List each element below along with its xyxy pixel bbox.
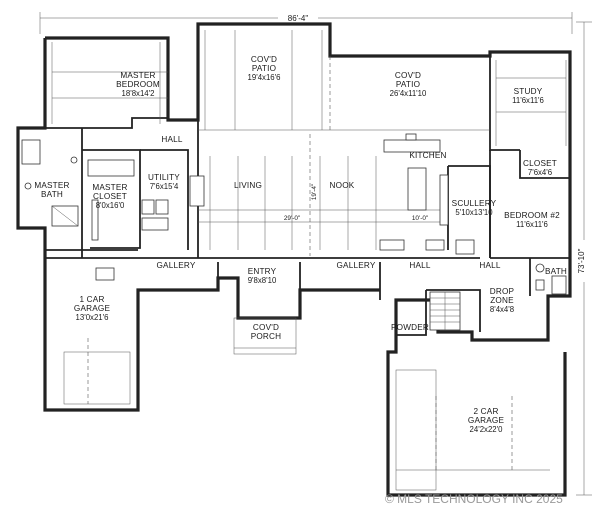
living-width-dim: 29'-0": [284, 215, 300, 222]
room-name-drop-zone-line-1: DROP: [490, 287, 515, 296]
room-size-garage-2car: 24'2x22'0: [470, 425, 504, 434]
room-name-powder: POWDER: [391, 323, 429, 332]
room-size-master-closet: 8'0x16'0: [96, 201, 125, 210]
room-name-study: STUDY: [514, 87, 543, 96]
room-name-hall-top: HALL: [161, 135, 183, 144]
room-size-covd-patio-right: 26'4x11'10: [390, 89, 427, 98]
room-name-master-bedroom-line-2: BEDROOM: [116, 80, 160, 89]
room-name-covd-patio-right-line-1: COV'D: [395, 71, 421, 80]
room-name-covd-porch-line-2: PORCH: [251, 332, 282, 341]
stairs: [429, 291, 461, 331]
room-size-study: 11'6x11'6: [512, 96, 544, 105]
room-name-master-bath-line-1: MASTER: [34, 181, 69, 190]
overall-depth-dimension: 73'-10": [576, 21, 592, 496]
room-name-master-closet-line-2: CLOSET: [93, 192, 127, 201]
patio-details: [51, 30, 567, 146]
living-depth-dim: 19'-4": [311, 184, 318, 200]
room-size-covd-patio-left: 19'4x16'6: [248, 73, 281, 82]
room-name-garage-1car-line-2: GARAGE: [74, 304, 111, 313]
room-name-entry: ENTRY: [248, 267, 277, 276]
room-size-closet: 7'6x4'6: [528, 168, 552, 177]
room-name-closet: CLOSET: [523, 159, 557, 168]
room-name-master-bedroom-line-1: MASTER: [120, 71, 155, 80]
room-name-covd-patio-right-line-2: PATIO: [396, 80, 420, 89]
room-name-bedroom2: BEDROOM #2: [504, 211, 560, 220]
room-size-entry: 9'8x8'10: [248, 276, 277, 285]
room-size-scullery: 5'10x13'10: [455, 208, 493, 217]
room-name-nook: NOOK: [330, 181, 355, 190]
overall-depth-label: 73'-10": [577, 248, 586, 273]
room-labels: MASTERBEDROOM18'8x14'2COV'DPATIO19'4x16'…: [34, 55, 567, 434]
room-size-drop-zone: 8'4x4'8: [490, 305, 514, 314]
garage-details: [63, 267, 550, 491]
kitchen-fixtures: [379, 133, 475, 255]
room-name-hall-center: HALL: [409, 261, 431, 270]
room-name-bath: BATH: [545, 267, 567, 276]
nook-width-dim: 10'-0": [412, 215, 428, 222]
room-name-garage-1car-line-1: 1 CAR: [79, 295, 104, 304]
overall-width-label: 86'-4": [288, 14, 309, 23]
room-size-utility: 7'6x15'4: [150, 182, 179, 191]
porch-details: [233, 317, 297, 355]
living-ceiling-lines: [189, 134, 440, 256]
room-name-kitchen: KITCHEN: [409, 151, 446, 160]
overall-width-dimension: 86'-4": [39, 10, 573, 34]
room-size-garage-1car: 13'0x21'6: [76, 313, 109, 322]
room-name-covd-patio-left-line-1: COV'D: [251, 55, 277, 64]
room-name-utility: UTILITY: [148, 173, 180, 182]
watermark: © MLS TECHNOLOGY INC 2025: [385, 492, 563, 506]
utility-fixtures: [141, 199, 169, 231]
room-name-master-closet-line-1: MASTER: [92, 183, 127, 192]
room-name-scullery: SCULLERY: [452, 199, 497, 208]
room-size-bedroom2: 11'6x11'6: [516, 220, 548, 229]
room-name-covd-patio-left-line-2: PATIO: [252, 64, 276, 73]
room-name-master-bath-line-2: BATH: [41, 190, 63, 199]
room-name-garage-2car-line-2: GARAGE: [468, 416, 505, 425]
room-size-master-bedroom: 18'8x14'2: [122, 89, 155, 98]
room-name-living: LIVING: [234, 181, 262, 190]
room-name-hall-right: HALL: [479, 261, 501, 270]
room-name-drop-zone-line-2: ZONE: [490, 296, 514, 305]
room-name-garage-2car-line-1: 2 CAR: [473, 407, 498, 416]
master-bath-fixtures: [21, 139, 135, 241]
room-name-covd-porch-line-1: COV'D: [253, 323, 279, 332]
room-name-gallery-left: GALLERY: [156, 261, 195, 270]
bath-fixtures: [535, 263, 567, 295]
room-name-gallery-center: GALLERY: [336, 261, 375, 270]
